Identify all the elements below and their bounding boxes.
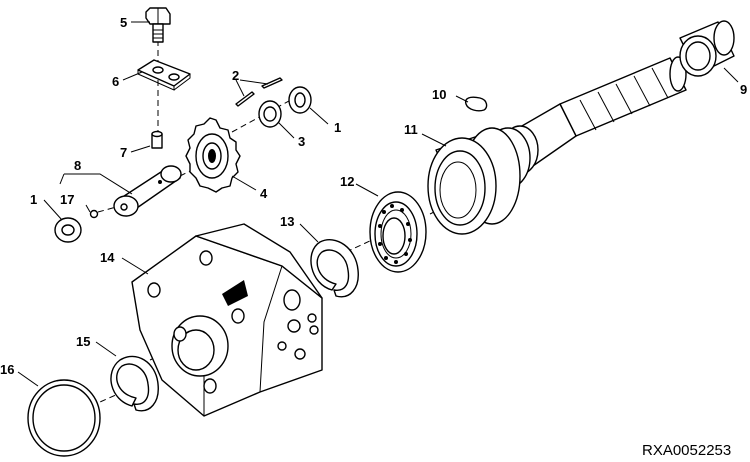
part-sleeve [679,20,735,77]
reference-code: RXA0052253 [642,442,731,459]
part-o-ring [27,379,101,457]
part-washer-lower [54,217,82,243]
part-cotter-pins [235,77,283,107]
callout-6: 6 [112,74,119,89]
part-idler-shaft [113,165,182,217]
part-bearing [369,191,427,273]
part-idler-gear [185,117,241,193]
part-cap-screw [145,7,171,43]
part-housing [131,223,323,417]
callout-15: 15 [76,334,90,349]
part-snap-ring-13 [310,239,359,298]
callout-2: 2 [232,68,239,83]
callout-7: 7 [120,145,127,160]
part-washer-upper [288,86,312,114]
callout-17: 17 [60,192,74,207]
part-ball [89,209,99,219]
callout-11: 11 [404,122,418,137]
part-snap-ring-15 [110,355,159,412]
callout-1-lower: 1 [30,192,37,207]
part-dowel-pin [151,130,163,149]
part-drive-shaft [427,56,687,235]
callout-labels: 5 6 2 1 3 4 7 8 1 17 9 10 11 12 13 14 15… [0,15,747,377]
callout-10: 10 [432,87,446,102]
leader-lines [17,21,739,387]
callout-1-upper: 1 [334,120,341,135]
callout-8: 8 [74,158,81,173]
callout-3: 3 [298,134,305,149]
callout-13: 13 [280,214,294,229]
callout-9: 9 [740,82,747,97]
callout-12: 12 [340,174,354,189]
part-lock-plate [137,59,191,91]
callout-16: 16 [0,362,14,377]
callout-14: 14 [100,250,115,265]
part-key [464,96,488,112]
callout-5: 5 [120,15,127,30]
callout-4: 4 [260,186,268,201]
part-bushing [258,100,282,128]
